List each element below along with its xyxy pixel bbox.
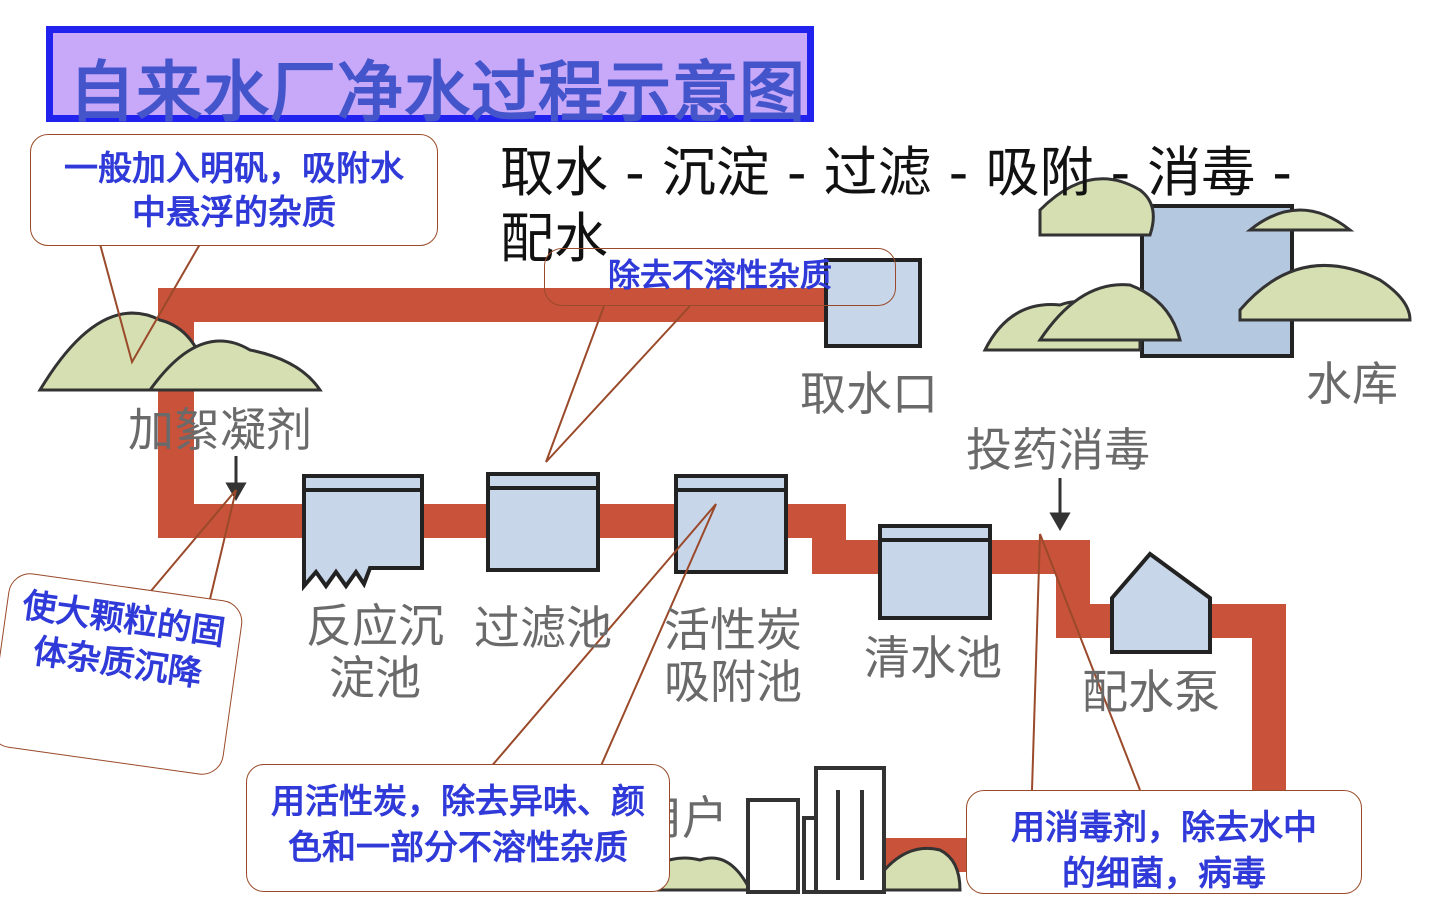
callout-sediment: 使大颗粒的固体杂质沉降 [0, 570, 246, 778]
disinfect-leader [1031, 533, 1141, 791]
callout-carbon: 用活性炭，除去异味、颜色和一部分不溶性杂质 [246, 764, 670, 892]
dosing-label: 投药消毒 [966, 423, 1150, 477]
clear-tank-label: 清水池 [864, 631, 1002, 685]
filter-tank-label: 过滤池 [474, 601, 612, 655]
title-box: 自来水厂净水过程示意图 [46, 26, 814, 131]
carbon-leader [489, 503, 717, 769]
hill-bottom-center [1037, 283, 1182, 342]
sedimentation-tank-shape [302, 474, 424, 592]
alum-leader [99, 243, 201, 365]
pump-house-shape [1110, 551, 1212, 654]
arrows [225, 456, 1071, 532]
process-sequence: 取水 - 沉淀 - 过滤 - 吸附 - 消毒 - 配水 [500, 141, 1292, 270]
tanks [302, 472, 1212, 654]
callout-insoluble: 除去不溶性杂质 [544, 248, 896, 306]
hill-right [1238, 264, 1412, 322]
hills [37, 177, 1412, 892]
callout-disinfect: 用消毒剂，除去水中的细菌，病毒 [966, 790, 1362, 894]
sediment-leader [139, 489, 237, 617]
coagulant-label: 加絮凝剂 [128, 403, 312, 457]
hill-left-2 [147, 339, 323, 392]
leader-lines [99, 243, 1141, 791]
building-1 [746, 798, 800, 894]
intake-box [824, 258, 922, 348]
callout-alum: 一般加入明矾，吸附水中悬浮的杂质 [30, 134, 438, 246]
carbon-tank-label: 活性炭吸附池 [664, 603, 802, 709]
hill-top-center [1038, 177, 1155, 237]
hill-top-right [1245, 208, 1355, 232]
reservoir-label: 水库 [1306, 357, 1398, 411]
insoluble-leader [545, 305, 691, 463]
intake-label: 取水口 [800, 367, 938, 421]
sedimentation-tank-label: 反应沉淀池 [306, 599, 444, 705]
building-3 [814, 766, 886, 894]
hill-user-right [867, 846, 962, 892]
pipe-down-pump [1056, 540, 1090, 612]
dosing-arrow-head [1049, 512, 1071, 532]
page-title: 自来水厂净水过程示意图 [69, 54, 806, 131]
user-buildings [746, 766, 886, 894]
pump-label: 配水泵 [1082, 665, 1220, 719]
